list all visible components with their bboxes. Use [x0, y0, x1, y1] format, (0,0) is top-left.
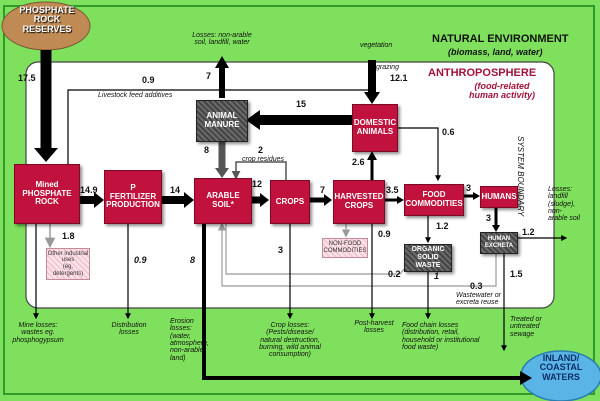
value-12-1: 12.1	[390, 73, 408, 83]
erosion-losses-label: Erosion losses: (water, atmosphere, non-…	[170, 318, 209, 362]
value-7-losses: 7	[206, 71, 212, 81]
inland-waters-label: INLAND/ COASTAL WATERS	[539, 353, 583, 382]
post-harvest-label: Post-harvest losses	[354, 320, 394, 335]
distribution-losses-label: Distribution losses	[111, 322, 147, 337]
value-0-9-feed: 0.9	[142, 75, 155, 85]
treated-sewage-label: Treated or untreated sewage	[510, 316, 542, 338]
value-17-5: 17.5	[18, 73, 36, 83]
value-14-9: 14.9	[80, 185, 98, 195]
value-3-crops: 3	[278, 245, 284, 255]
value-1-2-food: 1.2	[436, 221, 449, 231]
natural-env-border	[3, 5, 595, 395]
value-7-crops: 7	[320, 185, 326, 195]
losses-landfill-label: Losses: landfill (sludge), non- arable s…	[548, 186, 580, 223]
value-1-organic: 1	[434, 271, 440, 281]
value-3-5: 3.5	[386, 185, 399, 195]
vegetation-label: vegetation	[360, 42, 393, 49]
system-boundary-label: SYSTEM BOUNDARY	[516, 136, 525, 217]
value-3-excreta: 3	[486, 213, 492, 223]
value-8-erosion: 8	[190, 255, 196, 265]
value-8-manure: 8	[204, 145, 210, 155]
phosphate-rock-label: PHOSPHATE ROCK RESERVES	[19, 5, 75, 34]
value-0-6: 0.6	[442, 127, 455, 137]
anthroposphere-subtitle: (food-related human activity)	[468, 81, 535, 101]
anthroposphere-title: ANTHROPOSPHERE	[428, 67, 537, 79]
natural-environment-title: NATURAL ENVIRONMENT	[432, 33, 569, 45]
wastewater-reuse-label: Wastewater or excreta reuse	[456, 292, 501, 307]
crop-losses-label: Crop losses: (Pests/disease/ natural des…	[259, 322, 321, 359]
value-2-residues: 2	[258, 145, 264, 155]
losses-non-arable-label: Losses: non-arable soil, landfill, water	[192, 32, 252, 47]
value-1-8: 1.8	[62, 231, 75, 241]
livestock-feed-label: Livestock feed additives	[98, 92, 173, 99]
crop-residues-label: crop residues	[242, 156, 285, 163]
value-12: 12	[252, 179, 263, 189]
value-0-3: 0.3	[470, 281, 483, 291]
value-14: 14	[170, 185, 181, 195]
value-0-9-distribution: 0.9	[134, 255, 147, 265]
natural-environment-subtitle: (biomass, land, water)	[448, 47, 543, 57]
food-chain-losses-label: Food chain losses (distribution, retail,…	[402, 322, 480, 352]
node-humans: HUMANS	[480, 186, 518, 208]
mine-losses-label: Mine losses: wastes eg. phosphogypsum	[12, 322, 64, 344]
value-0-9-harvest: 0.9	[378, 229, 391, 239]
value-1-5: 1.5	[510, 269, 523, 279]
node-crops: CROPS	[270, 180, 310, 224]
grazing-label: grazing	[376, 64, 399, 71]
value-0-2: 0.2	[388, 269, 401, 279]
value-1-2-excreta: 1.2	[522, 227, 535, 237]
value-2-6: 2.6	[352, 157, 365, 167]
value-15: 15	[296, 99, 307, 109]
value-3-humans: 3	[466, 183, 472, 193]
